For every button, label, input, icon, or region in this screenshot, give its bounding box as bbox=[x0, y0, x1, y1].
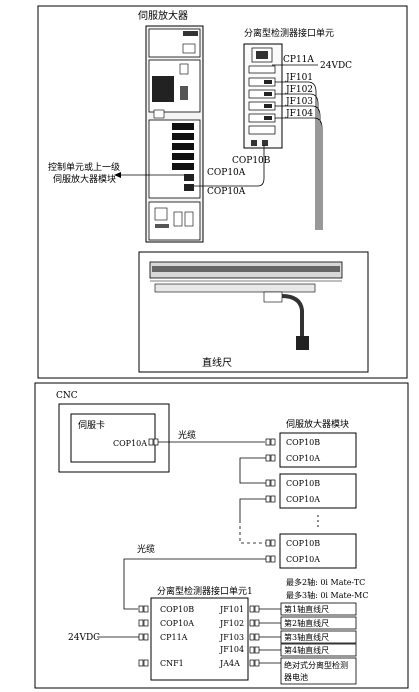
unit-port-jf103: JF103 bbox=[219, 633, 244, 642]
label-jf102: JF102 bbox=[285, 85, 313, 95]
axis-4-scale: 第4轴直线尺 bbox=[284, 645, 329, 655]
max-2-axes: 最多2轴: 0i Mate-TC bbox=[286, 577, 365, 587]
axis-2-scale: 第2轴直线尺 bbox=[284, 618, 329, 628]
cnc-box bbox=[58, 403, 170, 473]
unit-port-cp11a: CP11A bbox=[160, 633, 188, 642]
servo-amp-title: 伺服放大器 bbox=[138, 9, 188, 22]
linear-scale-label: 直线尺 bbox=[202, 356, 232, 369]
fiber-label-2: 光缆 bbox=[137, 543, 155, 555]
interface-unit-box bbox=[150, 597, 249, 681]
unit-port-cop10b: COP10B bbox=[160, 605, 194, 614]
linear-scale-device bbox=[149, 261, 343, 350]
axis-1-scale: 第1轴直线尺 bbox=[284, 604, 329, 614]
amp-module-3 bbox=[279, 533, 357, 569]
amp-module-1 bbox=[279, 432, 357, 468]
unit-port-jf101: JF101 bbox=[219, 605, 244, 614]
label-jf101: JF101 bbox=[285, 73, 313, 83]
unit-port-cop10a: COP10A bbox=[160, 619, 194, 628]
unit-port-ja4a: JA4A bbox=[219, 659, 240, 668]
battery-line1: 绝对式分离型检测 bbox=[284, 660, 348, 670]
amp2-cop10a: COP10A bbox=[286, 495, 320, 504]
servo-card-box bbox=[70, 413, 156, 463]
control-label-line2: 伺服放大器模块 bbox=[53, 173, 116, 185]
amp1-cop10b: COP10B bbox=[286, 438, 320, 447]
axis-3-scale: 第3轴直线尺 bbox=[284, 632, 329, 642]
interface-unit-title: 分离型检测器接口单元 bbox=[244, 27, 334, 39]
label-cop10b-top: COP10B bbox=[232, 156, 271, 166]
linear-scale-frame bbox=[138, 251, 369, 373]
unit-title: 分离型检测器接口单元1 bbox=[157, 585, 253, 597]
amp1-cop10a: COP10A bbox=[286, 454, 320, 463]
unit-port-cnf1: CNF1 bbox=[160, 659, 184, 668]
label-24vdc: 24VDC bbox=[320, 61, 352, 71]
max-3-axes: 最多3轴: 0i Mate-MC bbox=[286, 590, 368, 600]
cnc-label: CNC bbox=[56, 391, 78, 401]
amp3-cop10b: COP10B bbox=[286, 539, 320, 548]
control-label-line1: 控制单元或上一级 bbox=[48, 161, 120, 173]
label-jf103: JF103 bbox=[285, 97, 313, 107]
servo-card-label: 伺服卡 bbox=[78, 419, 105, 431]
jf-cables bbox=[275, 81, 323, 230]
servo-amplifier-device bbox=[145, 25, 204, 243]
amp3-cop10a: COP10A bbox=[286, 555, 320, 564]
servo-amp-module-title: 伺服放大器模块 bbox=[286, 418, 349, 430]
cnc-cop10a-label: COP10A bbox=[113, 439, 147, 448]
unit-port-jf104: JF104 bbox=[219, 645, 244, 654]
amp2-cop10b: COP10B bbox=[286, 479, 320, 488]
label-jf104: JF104 bbox=[285, 109, 313, 119]
battery-line2: 器电池 bbox=[284, 672, 308, 682]
bottom-frame bbox=[34, 382, 409, 689]
label-cop10a-top-2: COP10A bbox=[207, 187, 246, 197]
vdc-label-bottom: 24VDC bbox=[68, 633, 100, 643]
fiber-label-1: 光缆 bbox=[178, 429, 196, 441]
label-cp11a: CP11A bbox=[283, 55, 314, 65]
unit-port-jf102: JF102 bbox=[219, 619, 244, 628]
label-cop10a-top: COP10A bbox=[207, 168, 246, 178]
top-frame bbox=[37, 5, 408, 379]
interface-unit-device bbox=[243, 43, 283, 149]
amp-module-2 bbox=[279, 473, 357, 509]
